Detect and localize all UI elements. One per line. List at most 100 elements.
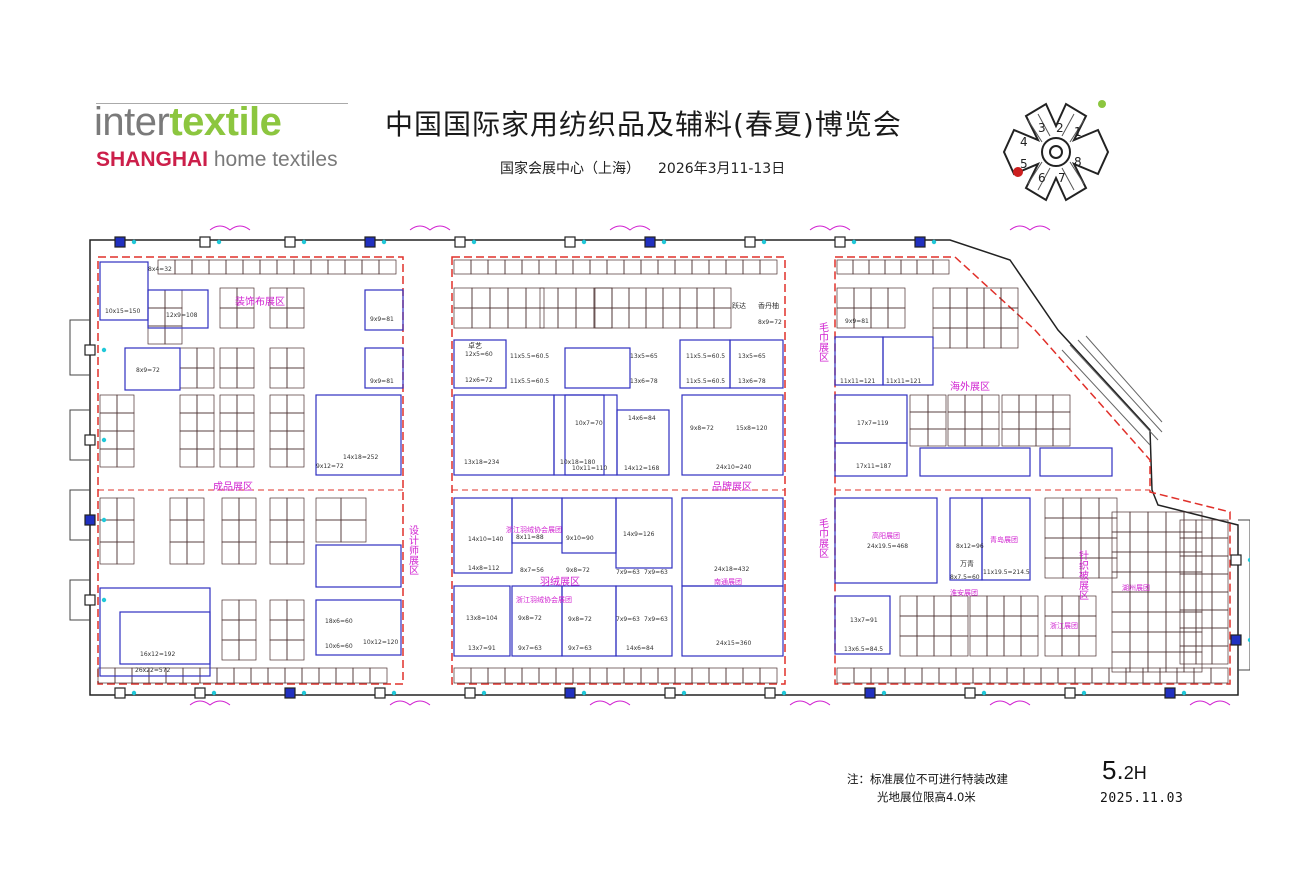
booth-cell: [1211, 627, 1229, 647]
booth-cell: [147, 325, 166, 345]
booth-cell: [1211, 573, 1229, 593]
booth-cell: [191, 259, 210, 275]
booth-cell: [219, 394, 238, 414]
booth-cell: [1020, 615, 1039, 637]
booth-cell: [1165, 651, 1185, 673]
column-marker: [781, 690, 787, 696]
booth-size: 11x5.5=60.5: [510, 353, 549, 360]
booth-size: 11x5.5=60.5: [686, 353, 725, 360]
booth-cell: [1052, 394, 1071, 413]
booth-cell: [933, 595, 952, 617]
booth-cell: [969, 635, 988, 657]
column-marker: [216, 239, 222, 245]
column-marker: [1247, 557, 1250, 563]
service-marker-icon: [374, 687, 386, 699]
booth-cell: [606, 667, 625, 684]
booth-cell: [640, 259, 659, 275]
booth-cell: [884, 259, 902, 275]
booth-cell: [310, 259, 329, 275]
booth-cell: [219, 448, 238, 468]
booth-cell: [853, 667, 872, 684]
column-marker: [851, 239, 857, 245]
booth-cell: [1183, 531, 1203, 553]
booth-cell: [1000, 327, 1019, 349]
booth-size: 7x9=63: [644, 569, 668, 576]
service-marker-icon: [84, 514, 96, 526]
revision-date: 2025.11.03: [1100, 791, 1184, 806]
booth-cell: [453, 287, 473, 309]
booth-cell: [1001, 394, 1020, 413]
booth-cell: [887, 667, 906, 684]
service-marker-icon: [284, 236, 296, 248]
booth-cell: [640, 667, 659, 684]
column-marker: [381, 239, 387, 245]
booth-cell: [1165, 531, 1185, 553]
booth-size: 10x12=120: [363, 639, 398, 646]
raw-space-blocks: [99, 261, 1113, 677]
booth-cell: [909, 394, 929, 413]
booth-cell: [1111, 511, 1131, 533]
booth-cell: [1195, 627, 1213, 647]
booth-cell: [1003, 615, 1022, 637]
booth-cell: [286, 430, 305, 450]
compass-label: 3: [1038, 121, 1046, 135]
service-marker-icon: [464, 687, 476, 699]
service-marker-icon: [644, 236, 656, 248]
booth-cell: [1044, 595, 1063, 617]
zone-label-vertical: 毛巾展区: [817, 322, 829, 362]
booth-cell: [179, 412, 198, 432]
booth-cell: [1142, 667, 1161, 684]
booth-cell: [1179, 591, 1197, 611]
compass-label: 2: [1056, 121, 1064, 135]
booth-size: 15x8=120: [736, 425, 768, 432]
note-line: 光地展位限高4.0米: [877, 790, 976, 804]
booth-cell: [1062, 497, 1082, 519]
booth-cell: [269, 394, 288, 414]
booth-size: 13x5=65: [630, 353, 658, 360]
booth-size: 14x18=252: [343, 454, 378, 461]
booth-cell: [286, 497, 305, 521]
booth-cell: [606, 259, 625, 275]
booth-cell: [1129, 651, 1149, 673]
booth-size: 14x12=168: [624, 465, 659, 472]
booth-cell: [1023, 667, 1042, 684]
booth-cell: [286, 394, 305, 414]
booth-cell: [593, 287, 613, 309]
booth-cell: [1179, 519, 1197, 539]
booth-cell: [219, 367, 238, 389]
booth-cell: [179, 430, 198, 450]
booth-cell: [238, 519, 257, 543]
booth-size: 7x9=63: [616, 569, 640, 576]
booth-cell: [179, 394, 198, 414]
booth-cell: [1195, 573, 1213, 593]
booth-cell: [147, 289, 166, 309]
booth-size: 9x8=72: [690, 425, 714, 432]
entrance-door-icon: [189, 700, 231, 706]
booth-cell: [1052, 428, 1071, 447]
compass-label: 4: [1020, 135, 1028, 149]
booth-size: 26x22=572: [135, 667, 170, 674]
booth-cell: [708, 259, 727, 275]
entrance-door-icon: [989, 700, 1031, 706]
booth-cell: [225, 259, 244, 275]
service-marker-icon: [864, 687, 876, 699]
booth-cell: [1147, 531, 1167, 553]
column-marker: [131, 239, 137, 245]
column-marker: [101, 597, 107, 603]
column-marker: [761, 239, 767, 245]
column-marker: [581, 239, 587, 245]
booth-cell: [628, 307, 647, 329]
booth-cell: [186, 497, 205, 521]
compass-label: 5: [1020, 157, 1028, 171]
booth-size: 8x7=56: [520, 567, 544, 574]
group-label: 淮安展团: [950, 588, 978, 597]
zone-block-west: [97, 256, 404, 685]
booth-cell: [916, 635, 935, 657]
booth-cell: [938, 667, 957, 684]
booth-cell: [179, 448, 198, 468]
booth-cell: [623, 667, 642, 684]
booth-cell: [916, 595, 935, 617]
service-marker-icon: [914, 236, 926, 248]
booth-size: 11x19.5=214.5: [983, 569, 1030, 576]
booth-cell: [471, 287, 491, 309]
